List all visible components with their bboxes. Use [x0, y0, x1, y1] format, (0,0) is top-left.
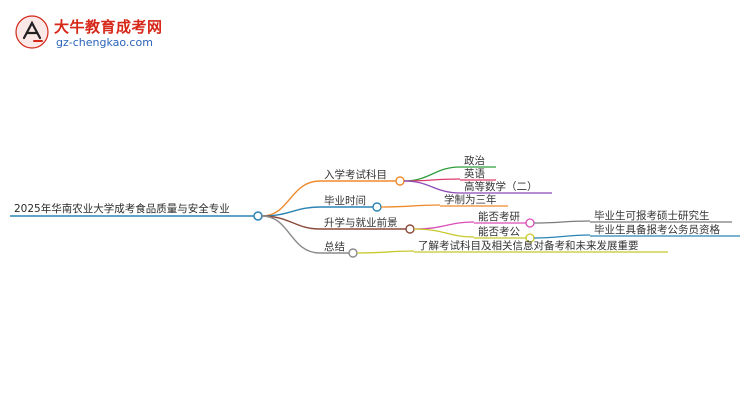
branch-node-3[interactable]: [405, 224, 415, 234]
connector-branch-4-leaf-1: [356, 250, 415, 254]
sub-label-3-2: 能否考公: [478, 225, 520, 238]
connector-sub-3-2-leaf: [533, 234, 591, 239]
connector-root-branch-4: [261, 215, 321, 254]
connector-sub-3-1-leaf: [533, 220, 591, 224]
connector-branch-3-sub-1: [413, 221, 475, 230]
branch-node-2[interactable]: [372, 202, 382, 212]
connector-branch-3-sub-2: [413, 228, 475, 238]
branch-label-4: 总结: [324, 240, 345, 253]
leaf-label-1-2: 英语: [464, 167, 485, 180]
logo-mark-icon: [15, 15, 49, 49]
root-node-label: 2025年华南农业大学成考食品质量与安全专业: [14, 202, 230, 215]
branch-node-4[interactable]: [348, 248, 358, 258]
leaf-label-1-3: 高等数学（二）: [464, 180, 538, 193]
leaf-label-2-1: 学制为三年: [444, 193, 497, 206]
branch-label-1: 入学考试科目: [324, 168, 387, 181]
connector-branch-1-leaf-3: [403, 180, 461, 194]
leaf-label-1-1: 政治: [464, 154, 485, 167]
sub-node-3-1[interactable]: [525, 218, 535, 228]
branch-node-1[interactable]: [395, 176, 405, 186]
leaf-label-3-1: 毕业生可报考硕士研究生: [594, 209, 710, 222]
branch-label-3: 升学与就业前景: [324, 216, 398, 229]
sub-label-3-1: 能否考研: [478, 210, 520, 223]
connector-branch-2-leaf-1: [380, 204, 441, 208]
site-logo[interactable]: 大牛教育成考网 gz-chengkao.com: [14, 14, 164, 56]
site-url[interactable]: gz-chengkao.com: [56, 36, 153, 49]
branch-label-2: 毕业时间: [324, 194, 366, 207]
site-name: 大牛教育成考网: [54, 18, 163, 36]
leaf-label-3-2: 毕业生具备报考公务员资格: [594, 223, 720, 236]
connector-root-branch-1: [261, 180, 321, 217]
leaf-label-4-1: 了解考试科目及相关信息对备考和未来发展重要: [418, 239, 639, 252]
root-node-circle[interactable]: [253, 211, 263, 221]
